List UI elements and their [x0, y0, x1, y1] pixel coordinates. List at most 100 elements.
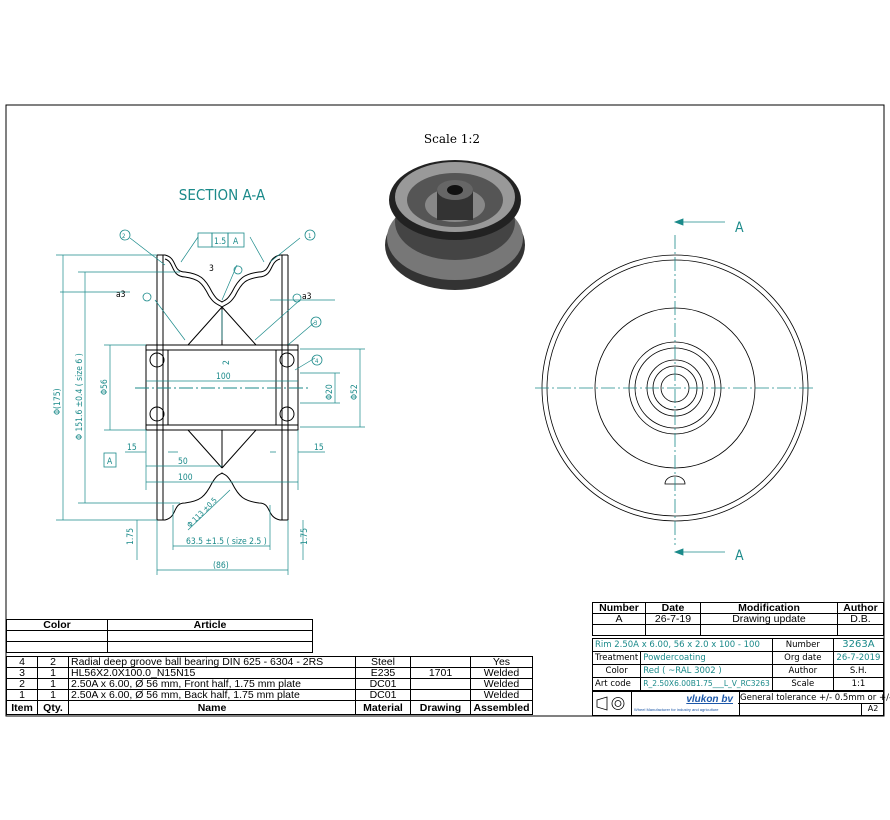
dim-wall: 2: [222, 360, 232, 365]
cell-item: 3: [6, 667, 38, 679]
cell-assembled: Welded: [470, 678, 533, 690]
cell-assembled: Welded: [470, 667, 533, 679]
dim-left-offset: 15: [127, 443, 137, 453]
dimension-lines: [56, 236, 365, 575]
cell-material: Steel: [355, 656, 411, 668]
dim-tube-dia: Φ56: [100, 379, 110, 395]
dim-rim-dia: Φ 151.6 ±0.4 ( size 6 ): [75, 353, 85, 440]
tolerance-value: 1.5: [214, 237, 226, 247]
rev-modification: Drawing update: [700, 613, 838, 625]
dim-flange-left: 1.75: [126, 528, 136, 545]
part-description: Rim 2.50A x 6.00, 56 x 2.0 x 100 - 100: [592, 638, 773, 652]
orgdate-label: Org date: [771, 651, 834, 665]
dim-flange-right: 1.75: [300, 528, 310, 545]
dim-right-offset: 15: [314, 443, 324, 453]
number-label: Number: [771, 638, 834, 652]
weld-label: a3: [302, 292, 312, 302]
section-title: SECTION A-A: [179, 186, 266, 204]
orgdate-value: 26-7-2019: [832, 651, 885, 665]
general-tolerance: General tolerance +/- 0.5mm or +/- 1°: [740, 693, 890, 703]
treatment-label: Treatment: [591, 651, 642, 665]
tolerance-datum: A: [233, 237, 239, 247]
logo-tagline: Wheel Manufacturer for industry and agri…: [634, 707, 719, 712]
scale-label-cell: Scale: [771, 677, 834, 691]
col-assembled: Assembled: [470, 700, 533, 715]
col-material: Material: [355, 700, 411, 715]
weld-label: 3: [209, 264, 214, 274]
cell-qty: 2: [37, 656, 69, 668]
cell-assembled: Yes: [470, 656, 533, 668]
rev-date: 26-7-19: [645, 613, 701, 625]
article-header: Article: [107, 619, 313, 631]
cell-qty: 1: [37, 678, 69, 690]
col-drawing: Drawing: [410, 700, 471, 715]
cell-assembled: Welded: [470, 689, 533, 701]
rev-author: D.B.: [837, 613, 884, 625]
color-header: Color: [6, 619, 108, 631]
sheet-border: [5, 104, 885, 717]
balloon-4: 4: [315, 358, 319, 365]
tolerance-frame: [103, 229, 323, 468]
author-value: S.H.: [832, 664, 885, 678]
cell-drawing: [410, 656, 471, 668]
cell-name: HL56X2.0X100.0_N15N15: [68, 667, 356, 679]
dim-center-dia: Φ 113 ±0.5: [185, 496, 219, 530]
cell-name: 2.50A x 6.00, Ø 56 mm, Back half, 1.75 m…: [68, 689, 356, 701]
scale-label: Scale 1:2: [424, 132, 480, 146]
cell-drawing: [410, 689, 471, 701]
color-label: Color: [591, 664, 642, 678]
logo-row: vlukon bv Wheel Manufacturer for industr…: [592, 691, 890, 716]
cell-name: Radial deep groove ball bearing DIN 625 …: [68, 656, 356, 668]
weld-label: a3: [116, 290, 126, 300]
color-value: Red ( ~RAL 3002 ): [640, 664, 773, 678]
sheet-size: A2: [861, 703, 884, 715]
cell-material: DC01: [355, 689, 411, 701]
dim-outer-dia: Φ(175): [53, 388, 63, 415]
cell-item: 4: [6, 656, 38, 668]
cell-qty: 1: [37, 689, 69, 701]
cell-name: 2.50A x 6.00, Ø 56 mm, Front half, 1.75 …: [68, 678, 356, 690]
datum-label: A: [107, 457, 113, 467]
wheel-3d-render: [385, 160, 525, 290]
artcode-value: R_2.50X6.00B1.75___L_V_RC3263: [640, 677, 773, 691]
treatment-value: Powdercoating: [640, 651, 773, 665]
col-qty: Qty.: [37, 700, 69, 715]
company-logo: vlukon bv Wheel Manufacturer for industr…: [631, 692, 740, 715]
drawing-number: 3263A: [832, 638, 885, 652]
projection-symbol-icon: [596, 696, 625, 711]
rev-header-modification: Modification: [700, 602, 838, 614]
dim-bore-dia: Φ20: [325, 384, 335, 400]
rev-header-author: Author: [837, 602, 884, 614]
dim-tube-len-inner: 100: [216, 372, 231, 382]
rev-number: A: [592, 613, 646, 625]
balloon-2: 2: [122, 233, 125, 240]
cell-qty: 1: [37, 667, 69, 679]
cell-item: 2: [6, 678, 38, 690]
cell-drawing: 1701: [410, 667, 471, 679]
cell-drawing: [410, 678, 471, 690]
cell-item: 1: [6, 689, 38, 701]
dim-overall-width: (86): [213, 561, 229, 571]
dim-tube-len: 100: [178, 473, 193, 483]
section-marker-top: A: [735, 220, 744, 236]
dim-half-width: 50: [178, 457, 188, 467]
balloon-1: 1: [308, 233, 311, 240]
rev-header-number: Number: [592, 602, 646, 614]
dim-rim-width: 63.5 ±1.5 ( size 2.5 ): [186, 537, 267, 547]
balloon-3: 3: [314, 320, 317, 327]
artcode-label: Art code: [591, 677, 642, 691]
col-name: Name: [68, 700, 356, 715]
dim-bearing-dia: Φ52: [350, 384, 360, 400]
cell-material: E235: [355, 667, 411, 679]
